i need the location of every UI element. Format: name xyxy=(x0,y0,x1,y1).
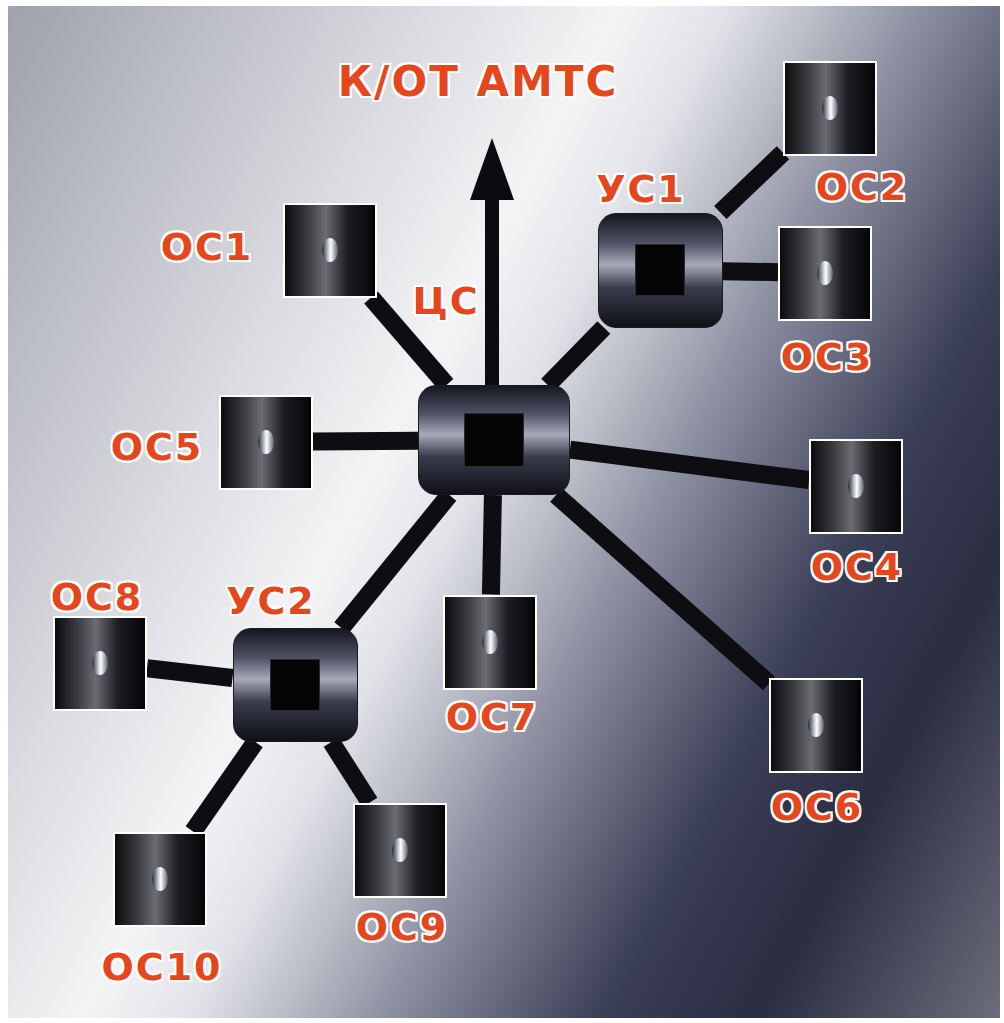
trunk-line xyxy=(556,495,769,683)
terminal-station-box: ОС5 xyxy=(219,395,313,490)
uplink-arrow-head xyxy=(470,138,514,200)
station-label: УС1 xyxy=(596,170,686,208)
switch-station-box: УС1 xyxy=(598,213,723,328)
station-label: ОС5 xyxy=(111,428,204,466)
trunk-line xyxy=(313,432,418,451)
station-label: ОС9 xyxy=(356,908,449,946)
trunk-line xyxy=(723,271,779,272)
uplink-label: К/ОТ АМТС xyxy=(338,61,618,103)
hub-core xyxy=(270,659,320,711)
station-label: ЦС xyxy=(412,282,479,320)
terminal-station-box: ОС8 xyxy=(53,616,147,711)
trunk-line xyxy=(331,742,370,803)
station-indicator xyxy=(322,238,338,262)
terminal-station-box: ОС2 xyxy=(783,61,877,156)
terminal-station-box: ОС7 xyxy=(443,595,537,690)
station-indicator xyxy=(848,474,864,498)
station-label: ОС10 xyxy=(101,948,222,986)
trunk-line xyxy=(193,742,255,832)
terminal-station-box: ОС6 xyxy=(769,678,863,773)
station-indicator xyxy=(482,630,498,654)
uplink-arrow-shaft xyxy=(485,196,499,388)
station-label: ОС6 xyxy=(771,788,864,826)
terminal-station-box: ОС1 xyxy=(283,203,377,298)
terminal-station-box: ОС4 xyxy=(809,439,903,534)
station-indicator xyxy=(258,430,274,454)
station-label: ОС1 xyxy=(161,228,254,266)
station-label: ОС3 xyxy=(781,338,874,376)
terminal-station-box: ОС10 xyxy=(113,832,207,927)
trunk-line xyxy=(147,668,233,678)
trunk-line xyxy=(548,328,604,386)
station-indicator xyxy=(817,261,833,285)
station-indicator xyxy=(808,713,824,737)
switch-station-box: УС2 xyxy=(233,628,358,742)
station-label: ОС4 xyxy=(811,548,904,586)
station-indicator xyxy=(152,867,168,891)
station-label: ОС8 xyxy=(51,578,144,616)
trunk-line xyxy=(570,450,809,480)
terminal-station-box: ОС3 xyxy=(778,226,872,321)
station-indicator xyxy=(392,838,408,862)
trunk-line xyxy=(720,153,783,213)
station-indicator xyxy=(822,96,838,120)
station-label: ОС2 xyxy=(816,168,909,206)
trunk-line xyxy=(491,495,493,595)
station-label: УС2 xyxy=(226,582,316,620)
hub-core xyxy=(464,413,524,467)
hub-core xyxy=(635,244,685,296)
station-label: ОС7 xyxy=(446,698,539,736)
terminal-station-box: ОС9 xyxy=(353,803,447,898)
station-indicator xyxy=(92,651,108,675)
trunk-line xyxy=(341,495,449,628)
switch-station-box: ЦС xyxy=(418,385,570,495)
